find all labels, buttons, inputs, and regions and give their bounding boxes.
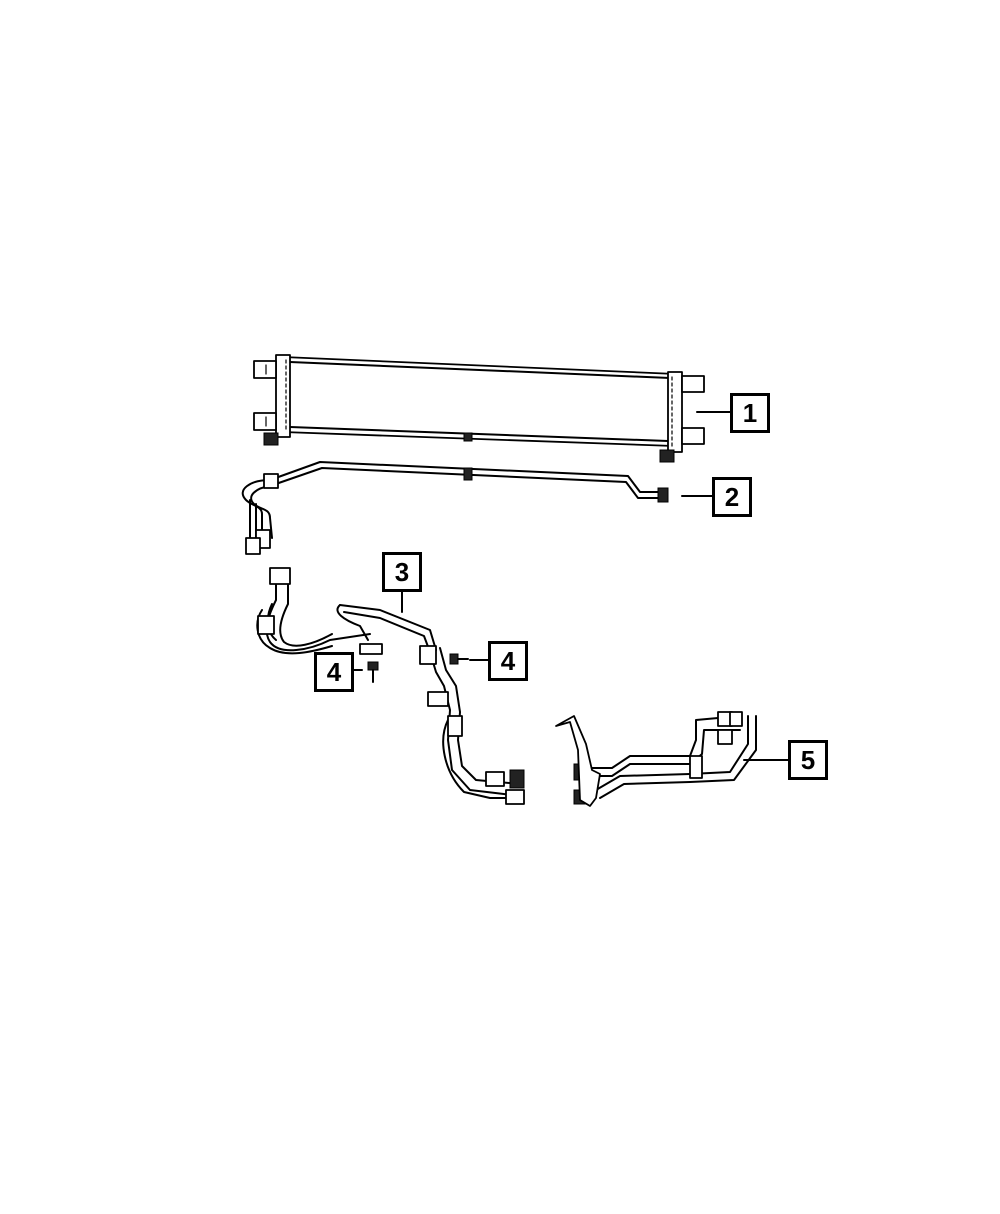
callout-4a: 4 — [314, 652, 354, 692]
bolt-icon — [449, 653, 469, 665]
callout-4b: 4 — [488, 641, 528, 681]
callout-2: 2 — [712, 477, 752, 517]
callout-1: 1 — [730, 393, 770, 433]
transmission-oil-cooler-icon — [253, 354, 705, 463]
cooler-hose-assembly-icon — [256, 567, 525, 805]
callout-5: 5 — [788, 740, 828, 780]
cooler-line-tube-icon — [241, 461, 669, 555]
callout-3: 3 — [382, 552, 422, 592]
cooler-line-bracket-assembly-icon — [555, 711, 757, 807]
bolt-icon — [367, 661, 379, 683]
